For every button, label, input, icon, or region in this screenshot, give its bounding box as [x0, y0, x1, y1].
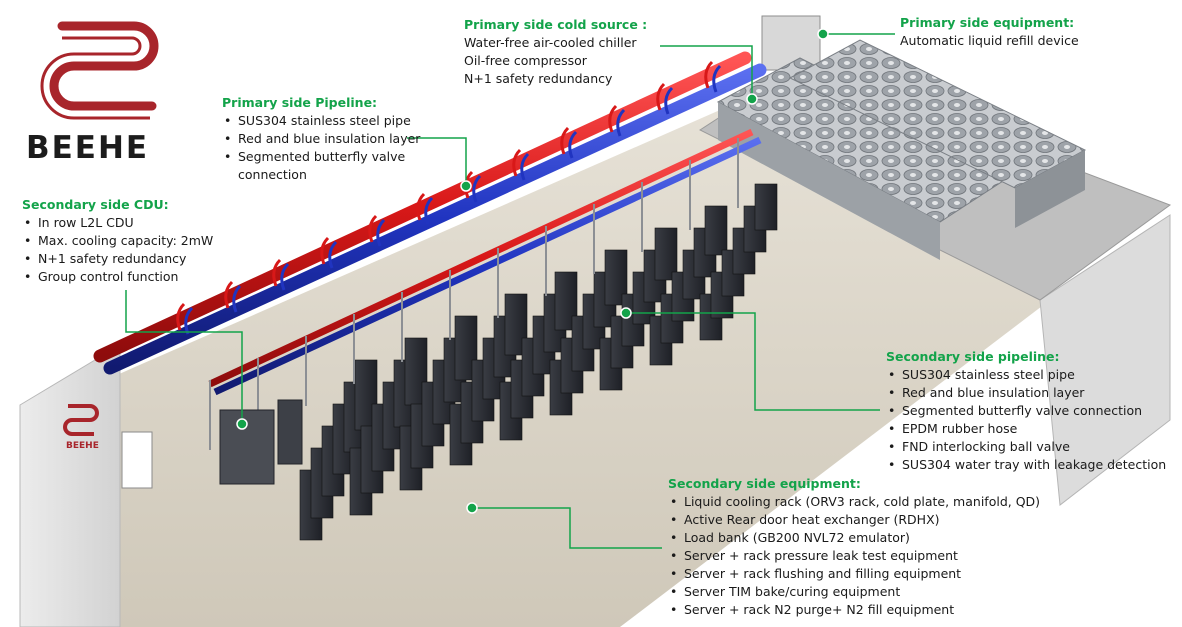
- leader-secondary-pipe: [626, 312, 880, 411]
- pipe-branch-red: [512, 148, 522, 177]
- callout-title: Primary side equipment:: [900, 15, 1075, 30]
- pipe-branch-red: [704, 60, 714, 89]
- dot-primary-equip: [817, 28, 829, 40]
- pipe-branch-red: [176, 302, 186, 331]
- pipe-branch-blue: [424, 196, 434, 225]
- dot-primary-pipe: [460, 180, 472, 192]
- server-rack: [454, 315, 478, 381]
- svg-text:BEEHE: BEEHE: [66, 441, 99, 451]
- dot-primary-cold: [746, 93, 758, 105]
- callout-line: N+1 safety redundancy: [464, 71, 613, 86]
- leader-primary-cold: [660, 45, 753, 96]
- callout-line: Water-free air-cooled chiller: [464, 35, 637, 50]
- callout-item: Max. cooling capacity: 2mW: [22, 232, 262, 250]
- callout-primary-cold-source: Primary side cold source : Water-free ai…: [464, 16, 704, 88]
- chiller-base: [718, 102, 940, 260]
- pipe-branch-blue: [712, 64, 722, 93]
- cdu-unit: [277, 399, 303, 465]
- beehe-logo-icon: [40, 21, 159, 120]
- callout-title: Secondary side pipeline:: [886, 349, 1060, 364]
- callout-item: SUS304 water tray with leakage detection: [886, 456, 1176, 474]
- callout-item: SUS304 stainless steel pipe: [222, 112, 452, 130]
- callout-title: Secondary side equipment:: [668, 476, 861, 491]
- secondary-red-pipe: [208, 128, 754, 388]
- pipe-branch-blue: [520, 152, 530, 181]
- refill-device: [761, 15, 821, 71]
- primary-pipeline: [93, 51, 767, 450]
- leader-cdu: [125, 290, 243, 422]
- leader-lines: [125, 33, 895, 549]
- pipe-branch-blue: [568, 130, 578, 159]
- server-rack: [704, 205, 728, 256]
- server-rack: [504, 293, 528, 356]
- callout-primary-equipment: Primary side equipment: Automatic liquid…: [900, 14, 1140, 50]
- callout-item: Server + rack flushing and filling equip…: [668, 565, 1068, 583]
- pipe-branch-blue: [616, 108, 626, 137]
- dot-cdu: [236, 418, 248, 430]
- callout-item: Liquid cooling rack (ORV3 rack, cold pla…: [668, 493, 1068, 511]
- chiller-platform: [716, 15, 1087, 260]
- callout-item: Server TIM bake/curing equipment: [668, 583, 1068, 601]
- callout-title: Secondary side CDU:: [22, 197, 169, 212]
- callout-item: Segmented butterfly valve connection: [886, 402, 1176, 420]
- pipe-branch-blue: [328, 240, 338, 269]
- callout-item: N+1 safety redundancy: [22, 250, 262, 268]
- callout-item: EPDM rubber hose: [886, 420, 1176, 438]
- pipe-branch-red: [656, 82, 666, 111]
- callout-line: Automatic liquid refill device: [900, 33, 1079, 48]
- pipe-branch-red: [608, 104, 618, 133]
- callout-line: Oil-free compressor: [464, 53, 587, 68]
- callout-item: Red and blue insulation layer: [222, 130, 452, 148]
- callout-secondary-pipeline: Secondary side pipeline: SUS304 stainles…: [886, 348, 1176, 474]
- server-rack: [654, 227, 678, 281]
- pipe-branch-blue: [664, 86, 674, 115]
- pipe-branch-blue: [472, 174, 482, 203]
- leader-dots: [236, 28, 829, 514]
- callout-item: Active Rear door heat exchanger (RDHX): [668, 511, 1068, 529]
- callout-item: FND interlocking ball valve: [886, 438, 1176, 456]
- pipe-branch-red: [320, 236, 330, 265]
- server-racks: [299, 183, 778, 541]
- server-rack: [604, 249, 628, 306]
- callout-item: Server + rack pressure leak test equipme…: [668, 547, 1068, 565]
- callout-secondary-equipment: Secondary side equipment: Liquid cooling…: [668, 475, 1068, 619]
- dot-secondary-equip: [466, 502, 478, 514]
- callout-item: Load bank (GB200 NVL72 emulator): [668, 529, 1068, 547]
- callout-item: Group control function: [22, 268, 262, 286]
- callout-item: Segmented butterfly valve connection: [222, 148, 418, 184]
- callout-title: Primary side Pipeline:: [222, 95, 378, 110]
- callout-primary-pipeline: Primary side Pipeline: SUS304 stainless …: [222, 94, 452, 184]
- door: [121, 431, 153, 489]
- callout-item: In row L2L CDU: [22, 214, 262, 232]
- pipe-branch-red: [560, 126, 570, 155]
- dot-secondary-pipe: [620, 307, 632, 319]
- pipe-branch-red: [272, 258, 282, 287]
- cdu-unit: [219, 409, 275, 485]
- callout-item: Server + rack N2 purge+ N2 fill equipmen…: [668, 601, 1068, 619]
- brand-name: BEEHE: [26, 130, 150, 166]
- red-main-pipe: [93, 51, 752, 363]
- left-wall: [19, 344, 121, 627]
- pipe-branch-blue: [376, 218, 386, 247]
- pipe-branch-red: [416, 192, 426, 221]
- pipe-branch-blue: [232, 284, 242, 313]
- leader-secondary-equip: [472, 507, 662, 549]
- server-rack: [754, 183, 778, 231]
- callout-item: Red and blue insulation layer: [886, 384, 1176, 402]
- chiller-base-2: [1015, 150, 1085, 228]
- callout-item: SUS304 stainless steel pipe: [886, 366, 1176, 384]
- callout-title: Primary side cold source :: [464, 17, 648, 32]
- pipe-branch-blue: [280, 262, 290, 291]
- blue-main-pipe: [103, 63, 767, 375]
- server-rack: [554, 271, 578, 331]
- pipe-branch-red: [368, 214, 378, 243]
- wall-logo-icon: BEEHE: [63, 404, 99, 451]
- callout-secondary-cdu: Secondary side CDU: In row L2L CDU Max. …: [22, 196, 262, 286]
